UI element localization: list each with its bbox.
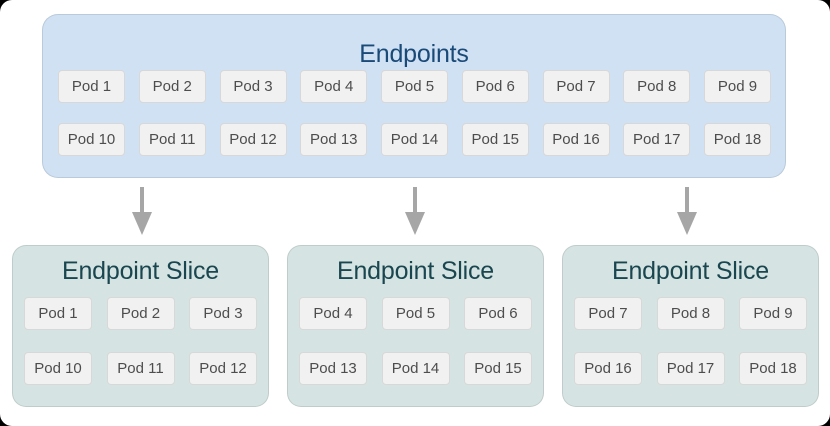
endpoint-slice-title: Endpoint Slice — [611, 257, 770, 285]
slice-2-pod-row-1: Pod 4 Pod 5 Pod 6 — [299, 297, 532, 330]
pod: Pod 16 — [574, 352, 642, 385]
arrow-down-icon — [677, 187, 697, 235]
pod: Pod 17 — [623, 123, 691, 156]
pod: Pod 12 — [219, 123, 287, 156]
pod: Pod 9 — [704, 70, 771, 103]
slice-3-pod-row-2: Pod 16 Pod 17 Pod 18 — [574, 352, 807, 385]
pod: Pod 3 — [219, 70, 287, 103]
pod: Pod 5 — [381, 297, 450, 330]
slice-1-pod-row-2: Pod 10 Pod 11 Pod 12 — [24, 352, 257, 385]
pod: Pod 7 — [542, 70, 610, 103]
pod: Pod 12 — [189, 352, 257, 385]
pod: Pod 10 — [24, 352, 92, 385]
arrow-down-icon — [132, 187, 152, 235]
pod: Pod 6 — [461, 70, 529, 103]
endpoint-slice-title: Endpoint Slice — [336, 257, 495, 285]
pod: Pod 9 — [739, 297, 807, 330]
endpoints-pod-row-1: Pod 1 Pod 2 Pod 3 Pod 4 Pod 5 Pod 6 Pod 7 Pod 8… — [58, 70, 771, 103]
endpoints-box: Endpoints Pod 1 Pod 2 Pod 3 Pod 4 Pod 5 Pod 6… — [42, 14, 786, 178]
pod: Pod 16 — [542, 123, 610, 156]
pod: Pod 15 — [461, 123, 529, 156]
endpoints-title: Endpoints — [359, 40, 469, 68]
pod: Pod 2 — [106, 297, 175, 330]
pod: Pod 13 — [299, 352, 367, 385]
slice-2-pod-row-2: Pod 13 Pod 14 Pod 15 — [299, 352, 532, 385]
pod: Pod 10 — [58, 123, 125, 156]
pod: Pod 8 — [623, 70, 691, 103]
pod: Pod 1 — [24, 297, 92, 330]
pod: Pod 11 — [106, 352, 175, 385]
pod: Pod 1 — [58, 70, 125, 103]
pod: Pod 8 — [656, 297, 725, 330]
pod: Pod 18 — [704, 123, 771, 156]
pod: Pod 4 — [300, 70, 368, 103]
endpoint-slice-title: Endpoint Slice — [61, 257, 220, 285]
pod: Pod 4 — [299, 297, 367, 330]
pod: Pod 13 — [300, 123, 368, 156]
pod: Pod 6 — [464, 297, 532, 330]
pod: Pod 5 — [381, 70, 448, 103]
pod: Pod 14 — [381, 352, 450, 385]
slice-3-pod-row-1: Pod 7 Pod 8 Pod 9 — [574, 297, 807, 330]
pod: Pod 15 — [464, 352, 532, 385]
pod: Pod 18 — [739, 352, 807, 385]
slice-1-pod-row-1: Pod 1 Pod 2 Pod 3 — [24, 297, 257, 330]
pod: Pod 7 — [574, 297, 642, 330]
endpoints-pod-row-2: Pod 10 Pod 11 Pod 12 Pod 13 Pod 14 Pod 15 Pod … — [58, 123, 771, 156]
arrow-down-icon — [405, 187, 425, 235]
pod: Pod 14 — [381, 123, 448, 156]
pod: Pod 17 — [656, 352, 725, 385]
pod: Pod 3 — [189, 297, 257, 330]
pod: Pod 2 — [138, 70, 206, 103]
pod: Pod 11 — [138, 123, 206, 156]
